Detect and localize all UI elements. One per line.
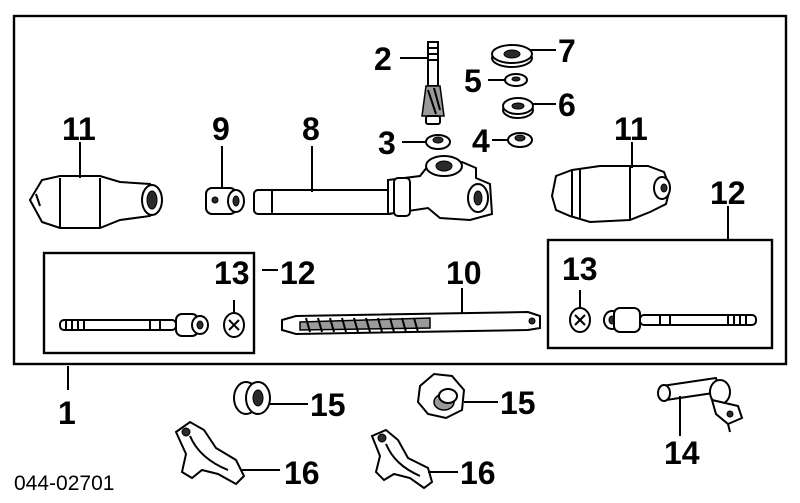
clamp-bracket-right xyxy=(370,428,434,490)
seal xyxy=(502,97,534,119)
callout-6: 6 xyxy=(558,87,576,123)
clamp-bracket-left xyxy=(174,420,246,486)
callout-1: 1 xyxy=(58,395,76,431)
assembly-frame xyxy=(12,14,788,366)
pinion-shaft xyxy=(421,41,445,125)
boot-left xyxy=(28,175,163,229)
boot-right xyxy=(550,165,672,224)
callout-3: 3 xyxy=(378,125,396,161)
pinion-bearing xyxy=(425,134,451,150)
callout-9: 9 xyxy=(212,111,230,147)
rack-bushing xyxy=(205,187,245,215)
callout-12-left: 12 xyxy=(280,255,316,291)
callout-4: 4 xyxy=(472,123,490,159)
callout-10: 10 xyxy=(446,255,482,291)
callout-2: 2 xyxy=(374,41,392,77)
callout-13-right: 13 xyxy=(562,251,598,287)
callout-14: 14 xyxy=(664,435,700,471)
rack-housing xyxy=(253,155,494,222)
callout-5: 5 xyxy=(464,63,482,99)
washer xyxy=(504,73,528,87)
tie-rod-left xyxy=(59,313,209,337)
callout-11-left: 11 xyxy=(62,111,96,147)
callout-16-left: 16 xyxy=(284,455,320,491)
mount-grommet-left xyxy=(233,381,271,415)
document-number: 044-02701 xyxy=(14,472,114,495)
cap-nut xyxy=(491,44,533,68)
steering-rack xyxy=(281,310,541,336)
callout-11-right: 11 xyxy=(614,111,648,147)
tie-rod-box-right xyxy=(546,238,774,350)
connector-bracket xyxy=(657,376,744,433)
tie-rod-right xyxy=(603,307,757,333)
callout-15-right: 15 xyxy=(500,385,536,421)
lock-washer-right xyxy=(569,307,591,333)
callout-8: 8 xyxy=(302,111,320,147)
callout-7: 7 xyxy=(558,33,576,69)
callout-13-left: 13 xyxy=(214,255,250,291)
lock-washer-left xyxy=(223,312,245,338)
callout-16-right: 16 xyxy=(460,455,496,491)
plug xyxy=(507,132,533,148)
mount-bushing-right xyxy=(416,372,466,420)
tie-rod-box-left xyxy=(42,251,256,355)
callout-15-left: 15 xyxy=(310,387,346,423)
callout-12-right: 12 xyxy=(710,175,746,211)
